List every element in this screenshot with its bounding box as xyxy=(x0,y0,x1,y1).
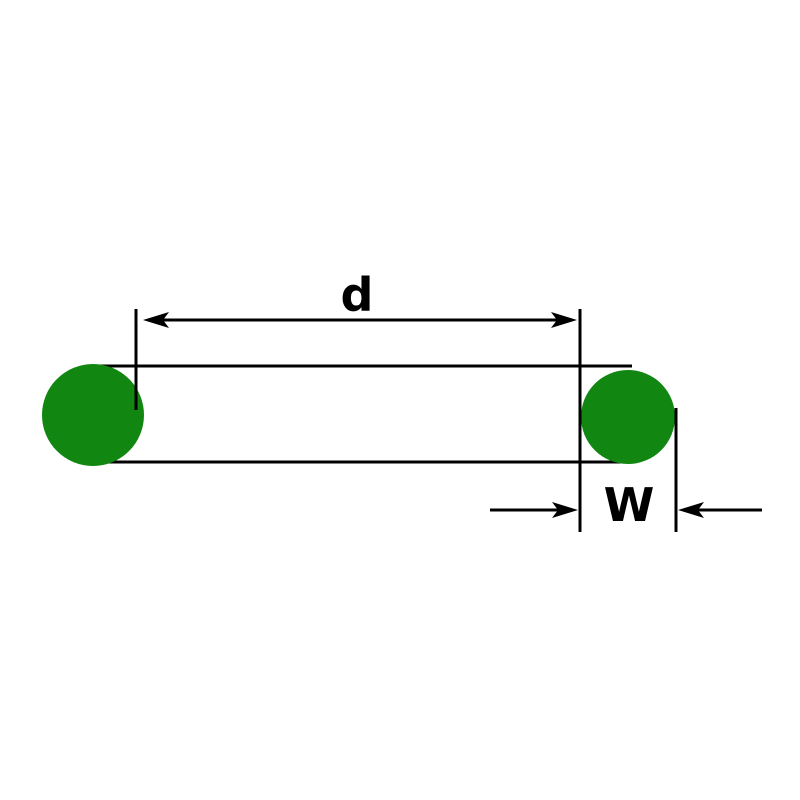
dimension-w-label: W xyxy=(604,478,655,532)
dimension-d-label: d xyxy=(341,268,374,322)
dimension-w-left-arrowhead xyxy=(552,502,578,518)
dimension-d-right-arrowhead xyxy=(551,312,577,328)
oring-right-cross-section xyxy=(581,370,675,464)
dimension-w-right-arrowhead xyxy=(678,502,704,518)
dimension-d-left-arrowhead xyxy=(143,312,169,328)
oring-left-cross-section xyxy=(42,364,144,466)
